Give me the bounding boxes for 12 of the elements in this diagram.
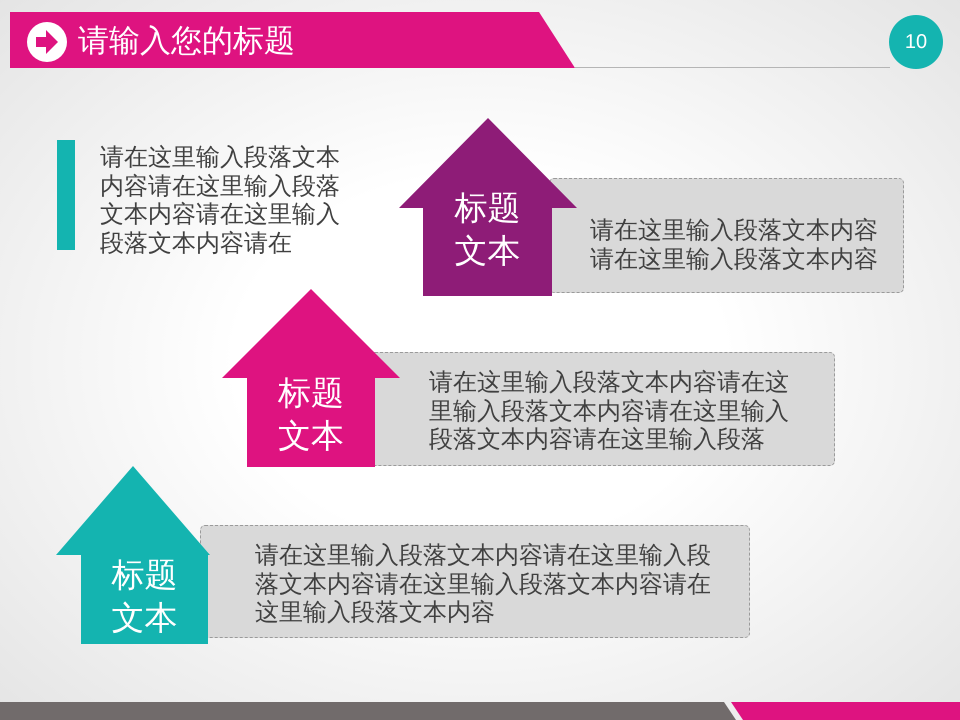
arrow-label: 标题文本 xyxy=(276,372,345,457)
arrow-label: 标题文本 xyxy=(110,554,178,639)
panel-text: 请在这里输入段落文本内容请在这里输入段落文本内容 xyxy=(590,216,879,273)
paragraph-text: 请在这里输入段落文本内容请在这里输入段落文本内容请在这里输入段落文本内容请在 xyxy=(100,143,341,257)
slide-title: 请输入您的标题 xyxy=(78,22,295,61)
panel-text: 请在这里输入段落文本内容请在这里输入段落文本内容请在这里输入段落文本内容请在这里输入段落 xyxy=(429,368,790,454)
text-panel xyxy=(549,178,904,293)
text-panel xyxy=(200,525,750,638)
arrow-label: 标题文本 xyxy=(453,187,522,272)
page-number-circle xyxy=(889,15,943,69)
page-number: 10 xyxy=(904,31,928,53)
panel-text: 请在这里输入段落文本内容请在这里输入段落文本内容请在这里输入段落文本内容请在这里输入段落文本内容 xyxy=(255,541,712,626)
